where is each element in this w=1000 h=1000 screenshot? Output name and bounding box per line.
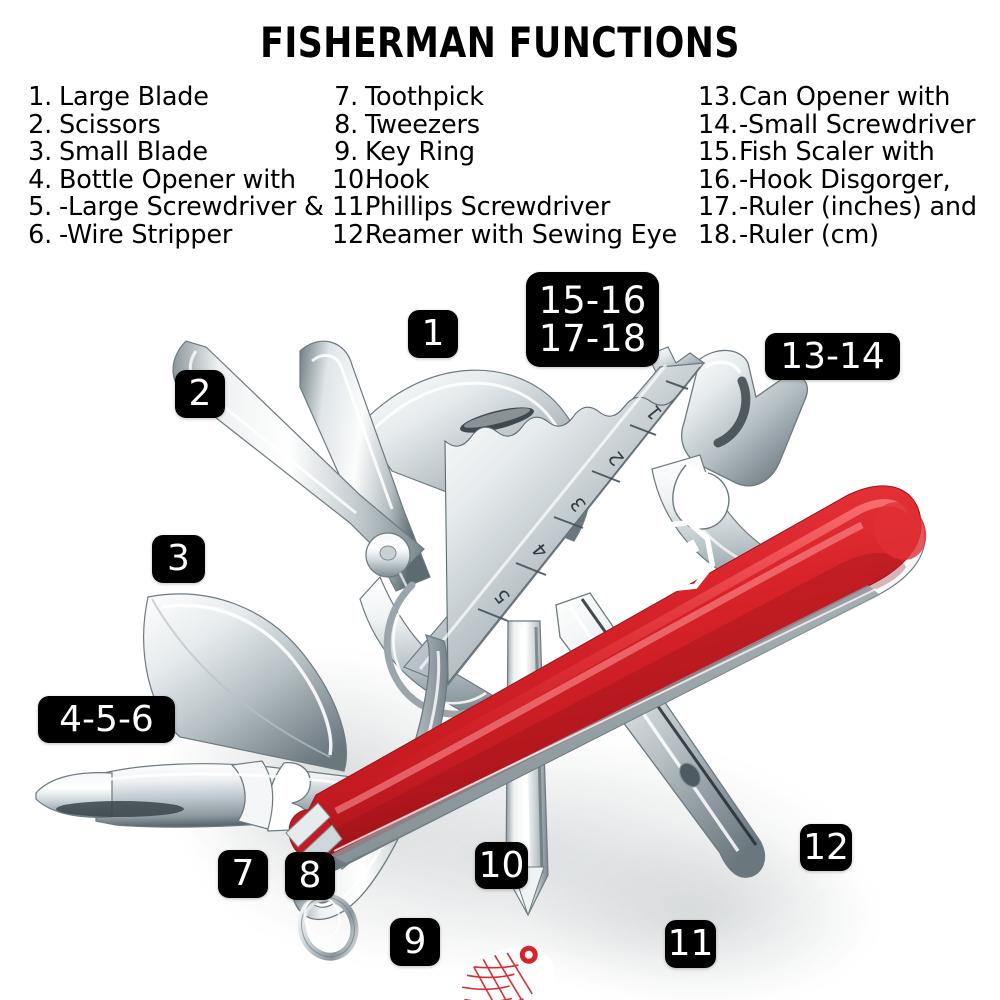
- callout-12[interactable]: 12: [800, 824, 852, 871]
- callout-10[interactable]: 10: [475, 842, 528, 889]
- legend-item-number: 3.: [28, 137, 52, 167]
- legend-item-number: 10.: [332, 164, 372, 195]
- legend-item-label: -Ruler (inches) and: [739, 192, 977, 222]
- legend-item-number: 14.: [698, 109, 738, 140]
- legend-item: 11.Phillips Screwdriver: [332, 192, 692, 222]
- callout-label: 7: [231, 853, 255, 894]
- legend-item: 13.Can Opener with: [698, 82, 998, 112]
- legend-item-number: 15.: [698, 137, 738, 167]
- sewing-eye-hole: [678, 762, 702, 788]
- legend-item: 8.Tweezers: [332, 109, 692, 140]
- legend-item: 2.Scissors: [26, 109, 336, 140]
- legend-item: 3.Small Blade: [26, 137, 336, 167]
- callout-line: 15-16: [538, 278, 647, 322]
- legend-item-label: Key Ring: [365, 137, 475, 167]
- legend-item-label: Hook: [365, 164, 430, 195]
- legend-item-label: -Wire Stripper: [59, 219, 233, 250]
- legend-item-number: 4.: [28, 164, 52, 195]
- legend-item-label: Fish Scaler with: [739, 137, 935, 167]
- legend-item-number: 9.: [334, 137, 358, 167]
- tool-small-blade: [143, 593, 347, 772]
- callout-8[interactable]: 8: [285, 852, 335, 900]
- legend-item-label: -Large Screwdriver &: [59, 192, 324, 222]
- legend-item-label: Small Blade: [59, 137, 208, 167]
- callout-label: 9: [403, 921, 427, 962]
- tool-can-opener: [651, 349, 847, 616]
- legend-item-number: 12.: [332, 219, 372, 250]
- legend-item: 4.Bottle Opener with: [26, 164, 336, 195]
- legend-item-number: 11.: [332, 192, 372, 222]
- legend-item-number: 17.: [698, 192, 738, 222]
- callout-label: 4-5-6: [59, 698, 154, 740]
- callout-4-5-6[interactable]: 4-5-6: [38, 696, 175, 743]
- knife-liner-detail: [330, 585, 880, 863]
- legend-item-label: Reamer with Sewing Eye: [365, 219, 677, 250]
- callout-label: 3: [167, 538, 190, 579]
- legend-item: 7.Toothpick: [332, 82, 692, 112]
- victorinox-cross-icon: [641, 519, 716, 592]
- tool-fish-scaler-ruler: 1 2 3 4 5: [403, 346, 706, 686]
- legend-item: 10.Hook: [332, 164, 692, 195]
- callout-label: 12: [803, 826, 849, 868]
- callout-2[interactable]: 2: [175, 370, 225, 418]
- legend-item: 12.Reamer with Sewing Eye: [332, 219, 692, 250]
- callout-label: 2: [188, 373, 212, 414]
- callout-13-14[interactable]: 13-14: [765, 333, 900, 380]
- legend-item-number: 16.: [698, 164, 738, 195]
- legend-item-label: Scissors: [59, 109, 161, 140]
- legend-item: 18.-Ruler (cm): [698, 219, 998, 250]
- callout-label: 8: [298, 855, 322, 896]
- legend-item-label: Phillips Screwdriver: [365, 192, 611, 222]
- legend-item-number: 8.: [334, 109, 358, 140]
- fish-emblem-icon: [413, 945, 556, 1000]
- legend-item-label: Toothpick: [365, 82, 484, 112]
- legend-item-number: 13.: [698, 82, 738, 112]
- legend-item: 17.-Ruler (inches) and: [698, 192, 998, 222]
- knife-handle: [288, 485, 927, 1000]
- callout-7[interactable]: 7: [218, 850, 268, 898]
- legend-item-label: Bottle Opener with: [59, 164, 296, 195]
- legend-item-label: -Small Screwdriver: [739, 109, 976, 140]
- callout-1[interactable]: 1: [408, 310, 458, 358]
- legend-item: 5.-Large Screwdriver &: [26, 192, 336, 222]
- legend-item-label: Tweezers: [365, 109, 480, 140]
- callout-11[interactable]: 11: [665, 920, 716, 968]
- callout-label: 13-14: [780, 335, 885, 377]
- legend-item: 9.Key Ring: [332, 137, 692, 167]
- legend-item-number: 18.: [698, 219, 738, 250]
- tool-scissors: [172, 340, 513, 734]
- callout-label: 1: [421, 313, 445, 354]
- page-title: FISHERMAN FUNCTIONS: [260, 18, 740, 67]
- legend-item: 15.Fish Scaler with: [698, 137, 998, 167]
- legend-item-number: 5.: [28, 192, 52, 222]
- callout-3[interactable]: 3: [152, 535, 205, 583]
- legend-item: 1.Large Blade: [26, 82, 336, 112]
- legend-item: 6.-Wire Stripper: [26, 219, 336, 250]
- callout-label: 10: [478, 844, 525, 886]
- legend-item-label: -Ruler (cm): [739, 219, 879, 250]
- legend-item-number: 7.: [334, 82, 358, 112]
- callout-9[interactable]: 9: [390, 918, 440, 966]
- callout-label: 11: [667, 923, 714, 964]
- tool-bottle-opener: [35, 760, 353, 832]
- callout-line: 17-18: [538, 316, 647, 360]
- legend-item-number: 1.: [28, 82, 52, 112]
- legend-item: 14.-Small Screwdriver: [698, 109, 998, 140]
- legend-item-label: Large Blade: [59, 82, 209, 112]
- swiss-army-knife-illustration: 1 2 3 4 5: [0, 255, 1000, 1000]
- legend-item: 16.-Hook Disgorger,: [698, 164, 998, 195]
- legend-item-number: 6.: [28, 219, 52, 250]
- legend-item-label: -Hook Disgorger,: [739, 164, 951, 195]
- legend-item-label: Can Opener with: [739, 82, 951, 112]
- legend-item-number: 2.: [28, 109, 52, 140]
